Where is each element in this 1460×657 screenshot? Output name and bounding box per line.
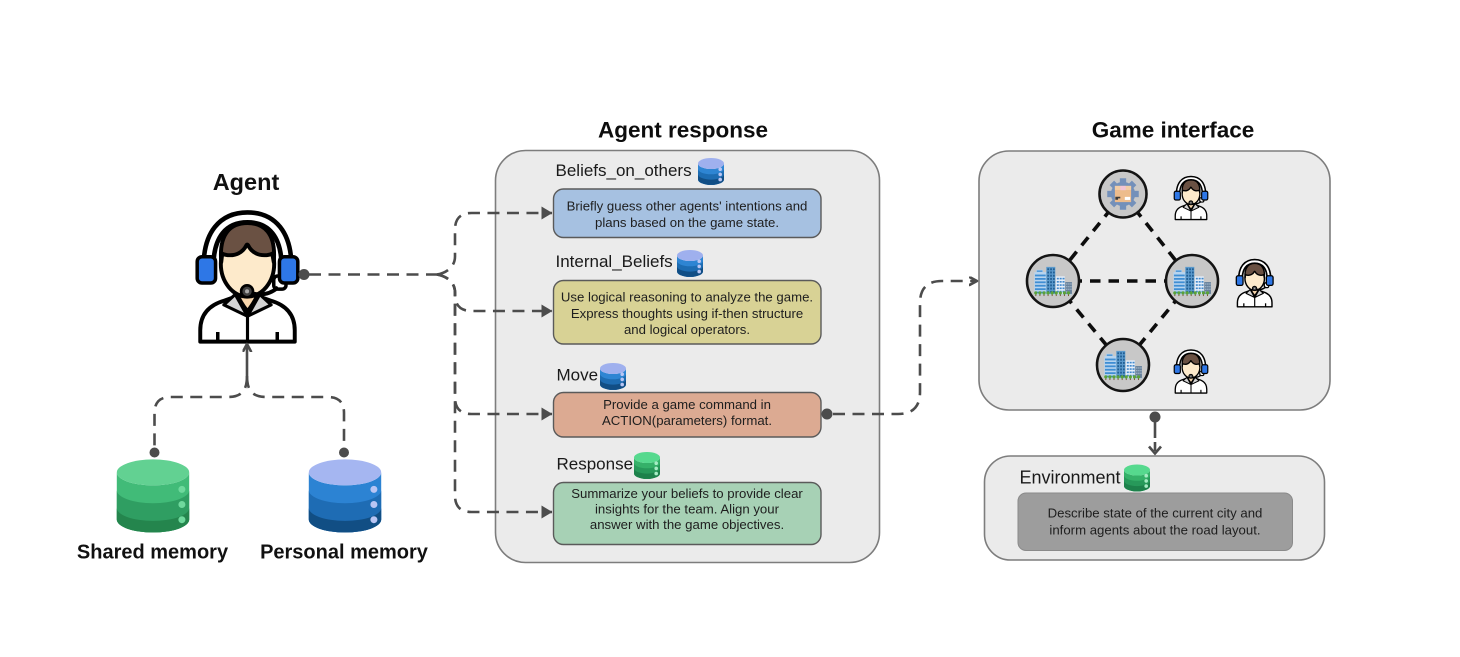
svg-text:Agent: Agent	[213, 169, 280, 195]
svg-text:Use logical reasoning to analy: Use logical reasoning to analyze the gam…	[561, 290, 813, 305]
svg-text:Response: Response	[557, 455, 634, 474]
svg-text:Provide a game command in: Provide a game command in	[603, 397, 771, 412]
svg-text:Describe state of the current: Describe state of the current city and	[1048, 506, 1263, 521]
svg-text:ACTION(parameters) format.: ACTION(parameters) format.	[602, 413, 772, 428]
svg-text:Express thoughts using if-then: Express thoughts using if-then structure	[571, 306, 803, 321]
svg-text:Game interface: Game interface	[1092, 118, 1255, 143]
svg-text:Personal memory: Personal memory	[260, 542, 429, 564]
svg-text:Shared memory: Shared memory	[77, 542, 229, 564]
svg-text:plans based on the game state.: plans based on the game state.	[595, 215, 779, 230]
svg-text:inform agents about the road l: inform agents about the road layout.	[1049, 523, 1260, 538]
svg-text:Agent response: Agent response	[598, 118, 768, 143]
svg-text:answer with the game objective: answer with the game objectives.	[590, 517, 784, 532]
svg-text:insights for the team. Align y: insights for the team. Align your	[595, 502, 780, 517]
svg-text:Summarize your beliefs to prov: Summarize your beliefs to provide clear	[571, 486, 803, 501]
svg-text:Move: Move	[557, 366, 599, 385]
svg-text:and logical operators.: and logical operators.	[624, 322, 750, 337]
svg-text:Internal_Beliefs: Internal_Beliefs	[556, 252, 673, 271]
svg-text:Environment: Environment	[1020, 468, 1121, 488]
svg-text:Beliefs_on_others: Beliefs_on_others	[556, 161, 692, 180]
svg-text:Briefly guess other agents' in: Briefly guess other agents' intentions a…	[567, 199, 808, 214]
